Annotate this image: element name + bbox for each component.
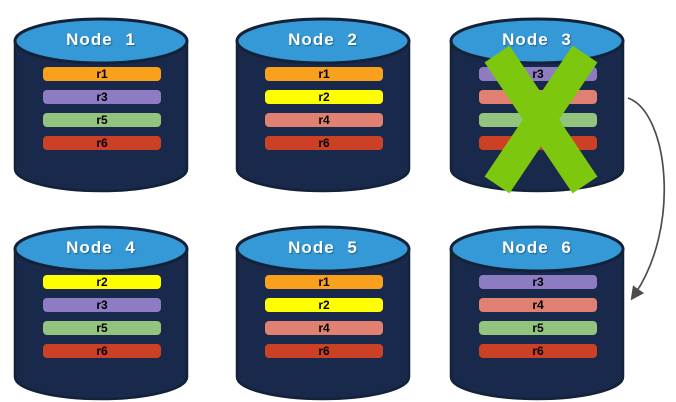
node-title: Node 1 bbox=[66, 30, 136, 49]
replica-bar: r6 bbox=[265, 344, 383, 358]
replica-label: r3 bbox=[96, 298, 108, 312]
replica-bar: r1 bbox=[43, 67, 161, 81]
failover-arrow bbox=[627, 97, 666, 301]
replica-bar: r1 bbox=[265, 67, 383, 81]
node-3: Node 3 r3 bbox=[448, 9, 626, 194]
replica-bar: r6 bbox=[43, 136, 161, 150]
replica-label: r3 bbox=[532, 275, 544, 289]
replica-label: r1 bbox=[96, 67, 108, 81]
replica-label: r4 bbox=[532, 298, 544, 312]
replica-bar: r3 bbox=[43, 90, 161, 104]
replica-bar: r3 bbox=[479, 275, 597, 289]
node-4: Node 4 r2 r3 r5 r6 bbox=[12, 217, 190, 401]
replica-label: r2 bbox=[318, 90, 330, 104]
replica-label: r1 bbox=[318, 275, 330, 289]
replica-bar: r6 bbox=[265, 136, 383, 150]
replica-label: r6 bbox=[96, 344, 108, 358]
replica-list: r1 r3 r5 r6 bbox=[43, 67, 161, 150]
replica-label: r3 bbox=[532, 67, 544, 81]
replica-label: r6 bbox=[96, 136, 108, 150]
replica-bar: r1 bbox=[265, 275, 383, 289]
replica-label: r2 bbox=[318, 298, 330, 312]
replica-label: r5 bbox=[532, 321, 544, 335]
replica-bar: r4 bbox=[265, 321, 383, 335]
node-5: Node 5 r1 r2 r4 r6 bbox=[234, 217, 412, 401]
replica-bar: r2 bbox=[43, 275, 161, 289]
replica-label: r5 bbox=[96, 113, 108, 127]
node-title: Node 2 bbox=[288, 30, 358, 49]
failure-x-icon bbox=[484, 45, 598, 194]
replica-bar: r6 bbox=[43, 344, 161, 358]
replica-label: r6 bbox=[532, 344, 544, 358]
replica-label: r3 bbox=[96, 90, 108, 104]
replica-list: r1 r2 r4 r6 bbox=[265, 67, 383, 150]
replica-list: r3 r4 r5 r6 bbox=[479, 275, 597, 358]
replica-bar: r5 bbox=[43, 113, 161, 127]
replica-label: r2 bbox=[96, 275, 108, 289]
replica-list: r1 r2 r4 r6 bbox=[265, 275, 383, 358]
node-title: Node 4 bbox=[66, 238, 136, 257]
replica-list: r2 r3 r5 r6 bbox=[43, 275, 161, 358]
replica-label: r6 bbox=[318, 136, 330, 150]
replica-bar: r2 bbox=[265, 90, 383, 104]
replica-label: r5 bbox=[96, 321, 108, 335]
replica-bar: r2 bbox=[265, 298, 383, 312]
replica-bar: r5 bbox=[479, 321, 597, 335]
replica-label: r1 bbox=[318, 67, 330, 81]
replica-label: r6 bbox=[318, 344, 330, 358]
node-2: Node 2 r1 r2 r4 r6 bbox=[234, 9, 412, 193]
node-title: Node 3 bbox=[502, 30, 572, 49]
node-6: Node 6 r3 r4 r5 r6 bbox=[448, 217, 626, 401]
replica-label: r4 bbox=[318, 321, 330, 335]
node-1: Node 1 r1 r3 r5 r6 bbox=[12, 9, 190, 193]
replica-bar: r5 bbox=[43, 321, 161, 335]
node-title: Node 5 bbox=[288, 238, 358, 257]
replica-bar: r6 bbox=[479, 344, 597, 358]
replica-bar: r4 bbox=[265, 113, 383, 127]
node-title: Node 6 bbox=[502, 238, 572, 257]
replica-bar: r3 bbox=[43, 298, 161, 312]
replica-label: r4 bbox=[318, 113, 330, 127]
replica-bar: r4 bbox=[479, 298, 597, 312]
